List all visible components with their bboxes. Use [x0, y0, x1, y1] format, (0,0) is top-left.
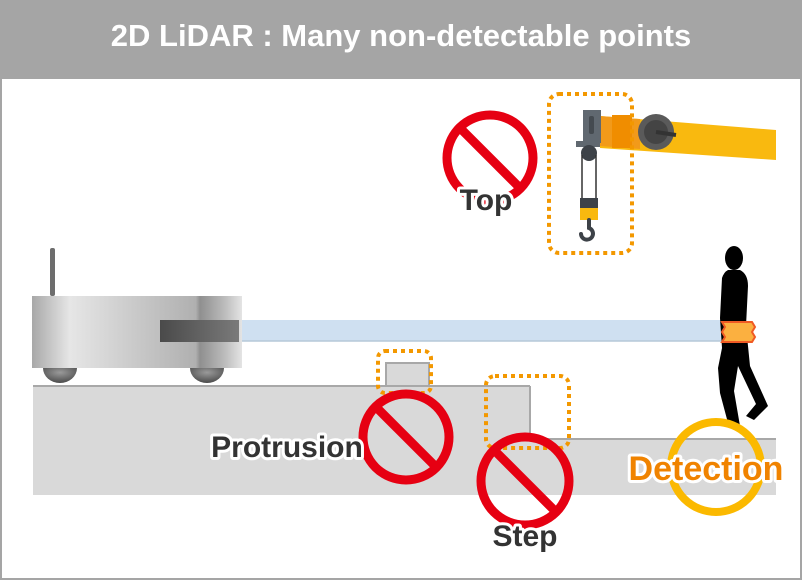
label-step: Step — [492, 520, 557, 553]
highlight-top — [547, 92, 634, 255]
walking-person-icon — [718, 246, 768, 431]
hook-block-yellow — [580, 208, 598, 220]
crane-pulley-spoke — [655, 130, 677, 137]
robot-antenna — [50, 248, 55, 296]
page-title: 2D LiDAR : Many non-detectable points — [110, 18, 692, 53]
robot-wheel-rear — [190, 368, 224, 383]
hook-block-slot — [589, 116, 594, 134]
label-top: Top — [460, 184, 513, 217]
label-protrusion: Protrusion — [211, 431, 363, 464]
highlight-boxes — [376, 92, 634, 450]
prohibition-sign-icon — [358, 389, 454, 485]
lidar-beam — [242, 320, 728, 341]
robot-wheel-front — [43, 368, 77, 383]
crane-hook-icon — [576, 110, 776, 242]
lidar-sensor-window — [160, 320, 239, 342]
hook-block-plate — [576, 141, 600, 147]
crane-arm-band — [612, 115, 632, 148]
hook-block-lower — [580, 198, 598, 208]
mobile-robot-icon — [32, 248, 242, 383]
detection-circle-icon — [667, 418, 765, 516]
header-bar: 2D LiDAR : Many non-detectable points — [0, 0, 802, 79]
highlight-step — [484, 374, 571, 450]
hook — [579, 218, 595, 242]
highlight-protrusion — [376, 349, 433, 395]
label-detection: Detection — [629, 450, 784, 488]
hook-sheave — [581, 145, 597, 161]
prohibition-sign-icon — [442, 110, 538, 206]
prohibition-sign-icon — [476, 432, 574, 530]
detected-beam-hit — [720, 321, 757, 343]
protrusion-block — [385, 362, 430, 387]
